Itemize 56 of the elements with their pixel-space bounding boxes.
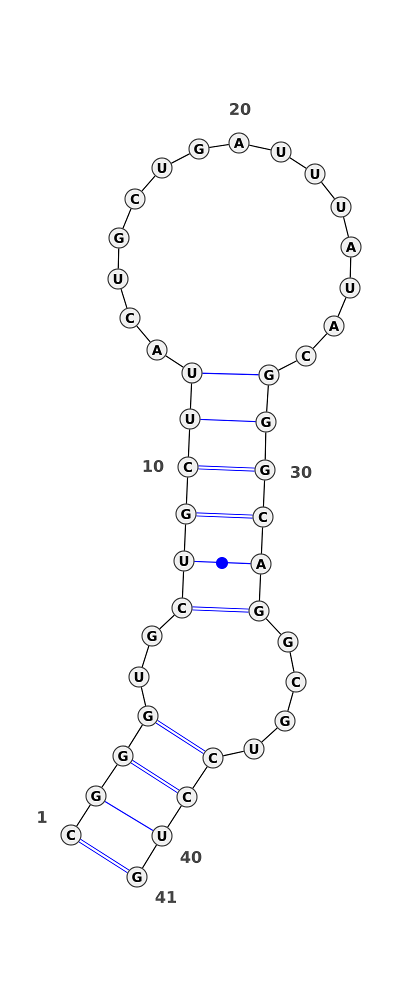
backbone-line	[142, 844, 157, 868]
backbone-line	[249, 144, 271, 150]
backbone-line	[321, 182, 335, 200]
position-number: 20	[230, 102, 250, 116]
backbone-line	[290, 652, 295, 672]
base-pair-line	[78, 839, 130, 873]
base-pair-line	[130, 760, 180, 793]
base-pair-line	[192, 606, 248, 613]
backbone-line	[101, 764, 118, 788]
backbone-line	[223, 750, 244, 756]
backbone-line	[262, 480, 266, 506]
backbone-line	[258, 574, 262, 600]
position-number: 30	[290, 466, 312, 478]
backbone-line	[140, 687, 146, 706]
backbone-line	[167, 806, 182, 828]
base-pair-line	[156, 720, 206, 754]
backbone-line	[266, 386, 269, 412]
base-pair-line	[196, 512, 252, 519]
backbone-line	[182, 572, 184, 598]
base-pair-line	[198, 465, 254, 472]
backbone-line	[209, 144, 229, 148]
backbone-line	[343, 217, 350, 237]
backbone-line	[166, 355, 184, 368]
backbone-line	[260, 528, 264, 554]
backbone-line	[290, 157, 306, 169]
backbone-line	[261, 728, 278, 742]
backbone-line	[184, 524, 186, 550]
position-number: 41	[156, 891, 176, 903]
backbone-line	[142, 646, 150, 668]
base-pair-line	[202, 372, 258, 376]
backbone-line	[142, 176, 156, 192]
backbone-line	[171, 153, 190, 164]
backbone-line	[287, 692, 294, 711]
backbone-line	[136, 326, 151, 342]
backbone-line	[128, 724, 143, 748]
backbone-line	[186, 478, 188, 504]
backbone-line	[192, 766, 208, 789]
backbone-line	[350, 258, 352, 278]
backbone-line	[312, 333, 328, 349]
backbone-line	[159, 614, 175, 630]
backbone-line	[188, 430, 190, 456]
backbone-line	[278, 360, 297, 371]
backbone-line	[264, 432, 266, 460]
backbone-line	[338, 298, 346, 316]
backbone-line	[118, 248, 120, 268]
backbone-line	[122, 208, 132, 228]
backbone-line	[120, 288, 128, 308]
backbone-line	[76, 804, 91, 826]
base-pair-line	[200, 418, 256, 422]
position-number: 40	[180, 850, 202, 864]
backbone-line	[190, 384, 192, 408]
position-number: 1	[38, 811, 46, 823]
position-number: 10	[144, 460, 164, 472]
base-pair-line	[194, 560, 250, 564]
backbone-line	[266, 618, 282, 635]
base-pair-line	[104, 801, 154, 832]
